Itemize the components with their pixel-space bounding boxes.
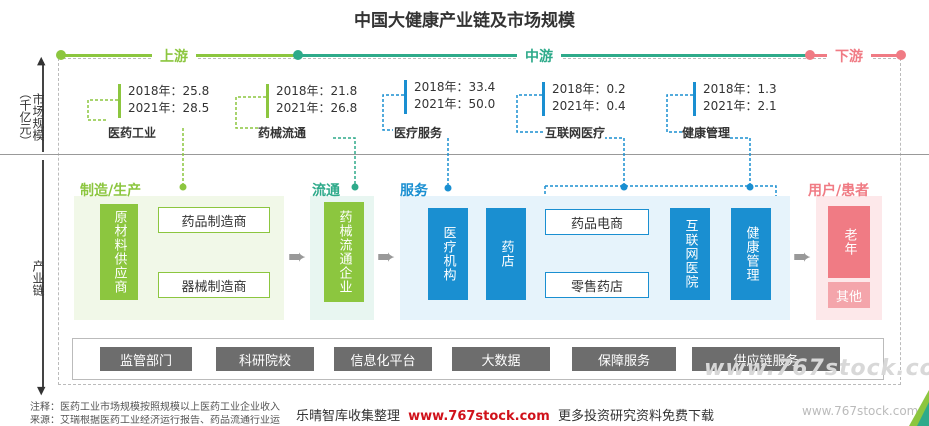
stat-pharma-2021: 2021年：28.5	[128, 101, 210, 115]
stat-health: 2018年：1.3 2021年：2.1	[703, 81, 777, 115]
stat-medical: 2018年：33.4 2021年：50.0	[414, 79, 495, 113]
axis-arrow-down: ▼	[37, 384, 46, 397]
device-maker-box: 器械制造商	[158, 272, 270, 298]
stage-dot-mid	[293, 50, 303, 60]
support-regulator: 监管部门	[100, 347, 192, 371]
service-title: 服务	[400, 183, 428, 199]
credit-site-link[interactable]: www.767stock.com	[408, 409, 550, 424]
user-title: 用户/患者	[808, 183, 870, 199]
distribution-company-box: 药械流通企业	[324, 202, 364, 302]
support-security: 保障服务	[572, 347, 676, 371]
note-line-2: 来源：艾瑞根据医药工业经济运行报告、药品流通行业运	[30, 415, 280, 426]
drug-maker-box: 药品制造商	[158, 207, 270, 233]
stage-dot-down	[805, 50, 815, 60]
cat-label-health: 健康管理	[682, 124, 731, 141]
other-box: 其他	[828, 282, 870, 308]
axis-label-chain: 产业链	[31, 260, 45, 296]
internet-hospital-box: 互联网医院	[670, 208, 710, 300]
stat-pharma-2018: 2018年：25.8	[128, 84, 210, 98]
stat-bar-distribution	[266, 84, 269, 118]
stage-label-downstream: 下游	[827, 46, 871, 66]
corner-decoration	[909, 390, 929, 426]
stat-health-2021: 2021年：2.1	[703, 99, 777, 113]
support-it-platform: 信息化平台	[334, 347, 432, 371]
stat-internet: 2018年：0.2 2021年：0.4	[552, 81, 626, 115]
credit-tail: 更多投资研究资料免费下载	[557, 409, 714, 424]
stat-distribution: 2018年：21.8 2021年：26.8	[276, 83, 357, 117]
cat-label-internet: 互联网医疗	[545, 124, 606, 141]
page-title: 中国大健康产业链及市场规模	[354, 11, 575, 31]
retail-box: 零售药店	[545, 272, 649, 298]
stage-dot-start	[56, 50, 66, 60]
stat-bar-health	[693, 82, 696, 116]
institution-box: 医疗机构	[428, 208, 468, 300]
credit-text: 乐晴智库收集整理	[296, 409, 401, 424]
cat-label-medical: 医疗服务	[394, 124, 443, 141]
stat-internet-2018: 2018年：0.2	[552, 82, 626, 96]
cat-label-distribution: 药械流通	[258, 124, 307, 141]
stage-label-midstream: 中游	[517, 46, 561, 66]
watermark-large: www.767stock.com	[704, 356, 929, 381]
cat-label-pharma: 医药工业	[108, 124, 157, 141]
stat-internet-2021: 2021年：0.4	[552, 99, 626, 113]
credit-line: 乐晴智库收集整理 www.767stock.com 更多投资研究资料免费下载	[296, 405, 714, 424]
arrow-right-icon: ➨	[288, 245, 307, 270]
ecommerce-box: 药品电商	[545, 209, 649, 235]
stage-label-upstream: 上游	[152, 46, 196, 66]
pharmacy-box: 药店	[486, 208, 526, 300]
distribution-title: 流通	[312, 183, 340, 199]
market-frame	[58, 58, 901, 385]
axis-label-market: 市场规模（千亿元）	[18, 87, 45, 147]
stat-medical-2021: 2021年：50.0	[414, 97, 496, 111]
stage-dot-end	[896, 50, 906, 60]
watermark-small: www.767stock.com	[802, 404, 919, 418]
manufacture-title: 制造/生产	[80, 183, 142, 199]
health-mgmt-box: 健康管理	[731, 208, 771, 300]
arrow-right-icon: ➨	[377, 245, 396, 270]
stat-pharma: 2018年：25.8 2021年：28.5	[128, 83, 209, 117]
stat-bar-medical	[404, 80, 407, 114]
note-line-1: 注释：医药工业市场规模按照规模以上医药工业企业收入	[30, 402, 280, 413]
stat-distribution-2018: 2018年：21.8	[276, 84, 358, 98]
stat-bar-pharma	[118, 84, 121, 118]
stat-distribution-2021: 2021年：26.8	[276, 101, 358, 115]
stat-health-2018: 2018年：1.3	[703, 82, 777, 96]
support-bigdata: 大数据	[452, 347, 550, 371]
section-divider	[0, 154, 929, 155]
elderly-box: 老年	[828, 206, 870, 278]
axis-arrow-up: ▲	[37, 54, 46, 67]
axis-line-top	[42, 62, 44, 152]
stat-bar-internet	[542, 82, 545, 116]
supplier-box: 原材料供应商	[100, 204, 138, 300]
support-supply-chain: 供应链服务	[692, 347, 840, 371]
arrow-right-icon: ➨	[793, 245, 812, 270]
axis-line-bottom	[42, 160, 44, 388]
support-research: 科研院校	[216, 347, 314, 371]
stat-medical-2018: 2018年：33.4	[414, 80, 496, 94]
